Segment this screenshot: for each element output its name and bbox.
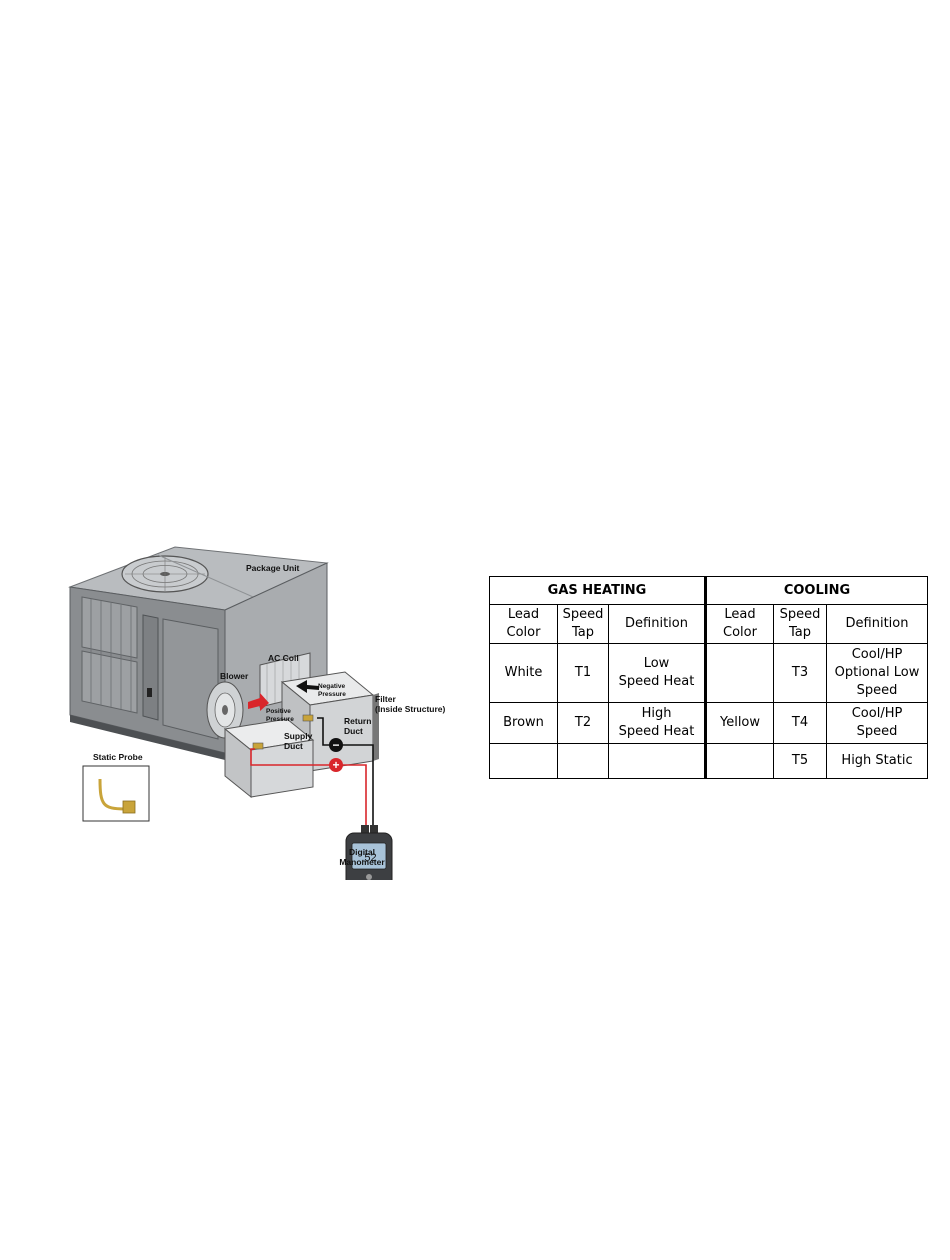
cell-line: Speed Heat xyxy=(618,674,695,689)
cell-speed-tap-heating: T1 xyxy=(557,643,609,703)
static-probe-box xyxy=(82,765,150,822)
cell-line: Speed xyxy=(779,607,821,622)
cell-line: Low xyxy=(643,656,670,671)
cell-line: Cool/HP xyxy=(851,706,903,721)
cell-line: Color xyxy=(723,625,757,640)
positive-pressure-arrow-icon xyxy=(248,693,269,711)
label-positive-pressure-1: Positive xyxy=(266,708,291,715)
louver-panel xyxy=(81,596,138,714)
cell-line: Definition xyxy=(845,616,909,631)
positive-port-badge xyxy=(329,758,343,772)
cell-line: High xyxy=(641,706,672,721)
supply-duct xyxy=(223,718,315,799)
label-static-probe: Static Probe xyxy=(93,752,143,762)
cell-speed-tap-cooling: T4 xyxy=(773,702,828,744)
package-unit-diagram: − + .52 Package Unit AC Coil Blower Nega… xyxy=(68,546,446,880)
cell-line: T1 xyxy=(574,665,592,680)
header-definition-cooling: Definition xyxy=(826,604,929,644)
cell-speed-tap-heating xyxy=(557,743,609,779)
minus-sign: − xyxy=(332,738,339,752)
cell-lead-color-heating: Brown xyxy=(489,702,558,744)
manometer-reading: .52 xyxy=(361,852,376,864)
cell-lead-color-heating: White xyxy=(489,643,558,703)
cell-line: Definition xyxy=(625,616,688,631)
cell-speed-tap-cooling: T3 xyxy=(773,643,828,703)
positive-pressure-hose xyxy=(250,748,336,766)
label-blower: Blower xyxy=(220,671,249,681)
cell-definition-cooling: Cool/HP Speed xyxy=(826,702,929,744)
cell-line: Speed xyxy=(856,683,898,698)
digital-manometer-icon xyxy=(345,825,393,880)
cell-lead-color-cooling: Yellow xyxy=(704,702,775,744)
cell-definition-cooling: High Static xyxy=(826,743,929,779)
cell-lead-color-cooling xyxy=(704,643,775,703)
cell-line: Tap xyxy=(571,625,594,640)
group-gas-heating: GAS HEATING xyxy=(488,576,707,605)
cell-line: Brown xyxy=(503,715,544,730)
cell-lead-color-heating xyxy=(489,743,558,779)
cell-line: Speed xyxy=(562,607,604,622)
cell-line: White xyxy=(504,665,543,680)
plus-sign: + xyxy=(332,758,339,772)
cell-line: T2 xyxy=(574,715,592,730)
label-ac-coil: AC Coil xyxy=(268,653,299,663)
condenser-fan-icon xyxy=(121,555,209,593)
filter-icon xyxy=(373,693,379,761)
table-row: T5 High Static xyxy=(489,743,929,779)
negative-port-badge xyxy=(329,738,343,752)
label-filter-1: Filter xyxy=(375,694,396,704)
group-cooling: COOLING xyxy=(704,576,929,605)
cell-line: Speed Heat xyxy=(618,724,695,739)
cell-line: High Static xyxy=(841,753,913,768)
cell-definition-heating xyxy=(607,743,707,779)
static-probe-icon xyxy=(98,778,126,811)
access-panel xyxy=(142,614,159,721)
cell-line: T5 xyxy=(791,753,809,768)
cell-speed-tap-cooling: T5 xyxy=(773,743,828,779)
cell-line: Lead xyxy=(507,607,540,622)
cell-line: T4 xyxy=(791,715,809,730)
label-return-duct-2: Duct xyxy=(344,726,363,736)
label-supply-duct-2: Duct xyxy=(284,741,303,751)
label-negative-pressure-2: Pressure xyxy=(318,691,346,698)
cell-line: T3 xyxy=(791,665,809,680)
cell-lead-color-cooling xyxy=(704,743,775,779)
negative-pressure-arrow-icon xyxy=(296,680,319,693)
label-return-duct-1: Return xyxy=(344,716,371,726)
header-definition-heating: Definition xyxy=(607,604,707,644)
label-positive-pressure-2: Pressure xyxy=(266,716,294,723)
label-filter-2: (Inside Structure) xyxy=(375,704,446,714)
blower-icon xyxy=(206,681,244,739)
cell-line: Optional Low xyxy=(834,665,920,680)
cell-speed-tap-heating: T2 xyxy=(557,702,609,744)
cell-line: Color xyxy=(506,625,541,640)
label-package-unit: Package Unit xyxy=(246,563,300,573)
manometer-caption-line2: Manometer xyxy=(339,857,385,867)
cell-line: Lead xyxy=(724,607,756,622)
manometer-caption-line1: Digital xyxy=(349,847,375,857)
cell-line: Yellow xyxy=(720,715,761,730)
cell-line: Cool/HP xyxy=(851,647,903,662)
label-negative-pressure-1: Negative xyxy=(318,683,345,690)
cell-line: Tap xyxy=(789,625,812,640)
label-supply-duct-1: Supply xyxy=(284,731,313,741)
cell-line: Speed xyxy=(856,724,898,739)
